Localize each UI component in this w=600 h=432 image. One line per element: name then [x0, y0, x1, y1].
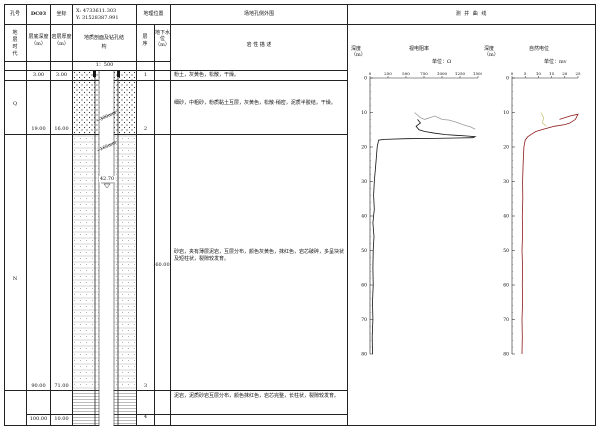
y-tick-label: 60 — [361, 283, 367, 289]
res-title: 视电阻率 — [408, 46, 429, 52]
y-tick-label: 10 — [361, 110, 367, 116]
layer1-thickness: 3.00 — [55, 72, 68, 78]
x-tick-label: 1250 — [455, 71, 466, 76]
y-tick-label: 20 — [361, 145, 367, 151]
coord-label: 坐标 — [56, 11, 67, 17]
layer3-desc: 砂岩，夹有薄层泥岩，互层分布，颜色灰黄色，抹红色，岩芯破碎，多呈块状及短柱状，裂… — [174, 249, 345, 262]
series-line-1 — [521, 113, 579, 355]
water-level-value: 42.70 — [99, 176, 115, 182]
col-layer-no: 层序 — [142, 34, 148, 47]
x-tick-label: 0 — [369, 71, 372, 76]
x-tick-label: 250 — [384, 71, 392, 76]
layer3-depth: 90.00 — [31, 383, 46, 389]
x-tick-label: 750 — [420, 71, 428, 76]
col-bottom-depth: 层底深度（m） — [28, 34, 49, 47]
sp-unit: 单位：mv — [544, 59, 567, 65]
y-tick-label: 0 — [364, 76, 367, 82]
col-era: 地层时代 — [12, 30, 18, 57]
y-tick-label: 30 — [503, 179, 509, 185]
y-tick-label: 0 — [506, 76, 509, 82]
hole-id: DC03 — [30, 11, 47, 17]
layer3-thickness: 71.00 — [54, 383, 69, 389]
x-tick-label: 1000 — [437, 71, 448, 76]
profile-title: 场地孔侧外围 — [243, 11, 274, 17]
y-tick-label: 80 — [361, 352, 367, 358]
borehole-section — [73, 71, 136, 426]
x-tick-label: 10 — [536, 71, 542, 76]
y-tick-label: 80 — [503, 352, 509, 358]
layer1-no: 1 — [143, 72, 148, 78]
hole-label: 孔号 — [9, 11, 20, 17]
y-tick-label: 40 — [503, 214, 509, 220]
geo-pos-label: 地理位置 — [143, 11, 164, 17]
col-scale: 1：500 — [95, 62, 114, 68]
sp-depth-label: 深度（m） — [484, 46, 499, 58]
layer2-thickness: 16.00 — [54, 126, 69, 132]
x-tick-label: 1500 — [473, 71, 482, 76]
logs-title: 测 井 曲 线 — [455, 11, 488, 17]
col-thickness: 岩层厚度（m） — [51, 34, 72, 47]
layer2-desc: 细砂，中粗砂，粉质黏土互层，灰黄色，松散-稍密，泥质半胶结，干燥。 — [174, 100, 336, 106]
era-n: N — [12, 276, 18, 282]
res-depth-label: 深度（m） — [351, 46, 366, 58]
y-tick-label: 70 — [361, 317, 367, 323]
layer4-no: 4 — [143, 414, 148, 420]
y-tick-label: 30 — [361, 179, 367, 185]
layer2-depth: 19.00 — [31, 126, 46, 132]
col-water-level: 地下水位（m） — [155, 30, 171, 48]
era-q: Q — [12, 101, 18, 107]
y-tick-label: 60 — [503, 283, 509, 289]
col-section: 地质剖面及钻孔结构 — [83, 35, 124, 50]
layer3-water: 60.00 — [155, 262, 170, 268]
layer3-no: 3 — [143, 383, 148, 389]
layer1-desc: 粉土，灰黄色，松散，干燥。 — [174, 72, 240, 78]
layer4-thickness: 10.00 — [54, 416, 69, 422]
potential-chart: 0 5 10 15 20 25 0 10 20 30 40 50 60 70 80 — [503, 71, 581, 358]
coord-y: Y: 31528387.991 — [76, 15, 119, 21]
y-tick-label: 10 — [503, 110, 509, 116]
layer1-depth: 3.00 — [32, 72, 45, 78]
layer2-no: 2 — [143, 126, 148, 132]
sp-title: 自然电位 — [528, 46, 549, 52]
layer4-depth: 100.00 — [29, 416, 48, 422]
borehole-log-sheet: 孔号 DC03 坐标 X: 4733611.303 Y: 31528387.99… — [4, 4, 596, 426]
x-tick-label: 500 — [402, 71, 410, 76]
x-tick-label: 0 — [511, 71, 514, 76]
y-tick-label: 20 — [503, 145, 509, 151]
series-line-0 — [540, 112, 547, 127]
res-unit: 单位：Ω — [432, 59, 452, 65]
y-tick-label: 70 — [503, 317, 509, 323]
x-tick-label: 5 — [524, 71, 527, 76]
y-tick-label: 50 — [361, 248, 367, 254]
y-tick-label: 40 — [361, 214, 367, 220]
layer4-desc: 泥岩，泥质砂岩互层分布，颜色抹红色，岩芯完整，长柱状，裂隙较发育。 — [174, 393, 340, 399]
col-lithology: 岩 性 描 述 — [246, 42, 272, 48]
x-tick-label: 25 — [575, 71, 581, 76]
x-tick-label: 15 — [549, 71, 555, 76]
series-line-0 — [414, 112, 476, 130]
coord-x: X: 4733611.303 — [76, 8, 117, 14]
resistivity-chart: 0 250 500 750 1000 1250 1500 0 10 20 30 40 50 60 70 80 — [361, 71, 482, 358]
series-line-1 — [371, 119, 477, 355]
y-tick-label: 50 — [503, 248, 509, 254]
x-tick-label: 20 — [562, 71, 568, 76]
